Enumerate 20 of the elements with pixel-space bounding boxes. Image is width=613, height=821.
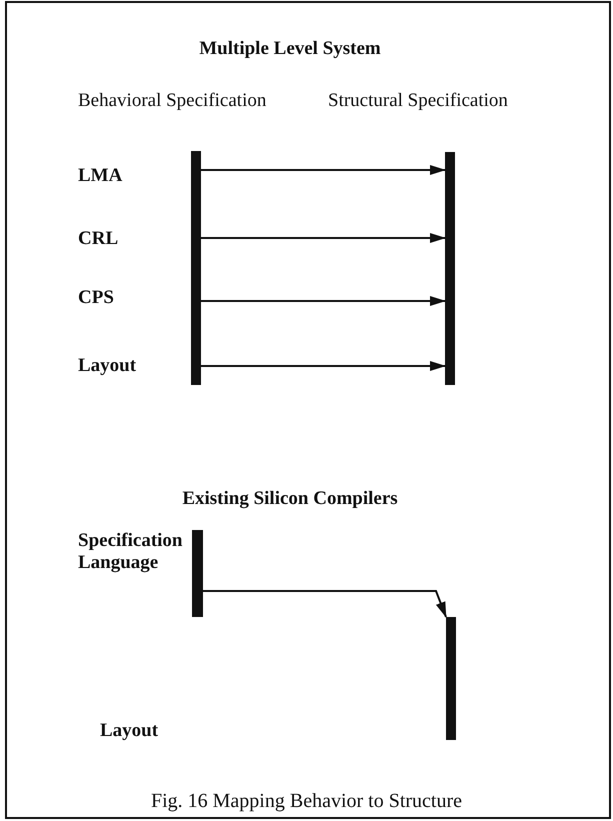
arrow <box>201 165 446 175</box>
row-label: Specification Language <box>78 530 184 574</box>
figure-caption: Fig. 16 Mapping Behavior to Structure <box>150 790 464 812</box>
arrow <box>201 296 446 306</box>
arrow <box>201 361 446 371</box>
arrow <box>201 233 446 243</box>
row-label: Layout <box>100 720 158 742</box>
section-heading: Existing Silicon Compilers <box>181 488 399 510</box>
diagram-title: Multiple Level System <box>198 38 382 60</box>
vertical-bar <box>191 151 201 385</box>
vertical-bar <box>446 617 456 740</box>
vertical-bar <box>445 152 455 385</box>
row-label: LMA <box>78 165 122 187</box>
column-heading: Behavioral Specification <box>78 90 266 112</box>
row-label: CRL <box>78 228 118 250</box>
row-label: CPS <box>78 287 114 309</box>
vertical-bar <box>192 530 203 617</box>
row-label: Layout <box>78 355 136 377</box>
arrow <box>203 590 447 618</box>
column-heading: Structural Specification <box>328 90 508 112</box>
